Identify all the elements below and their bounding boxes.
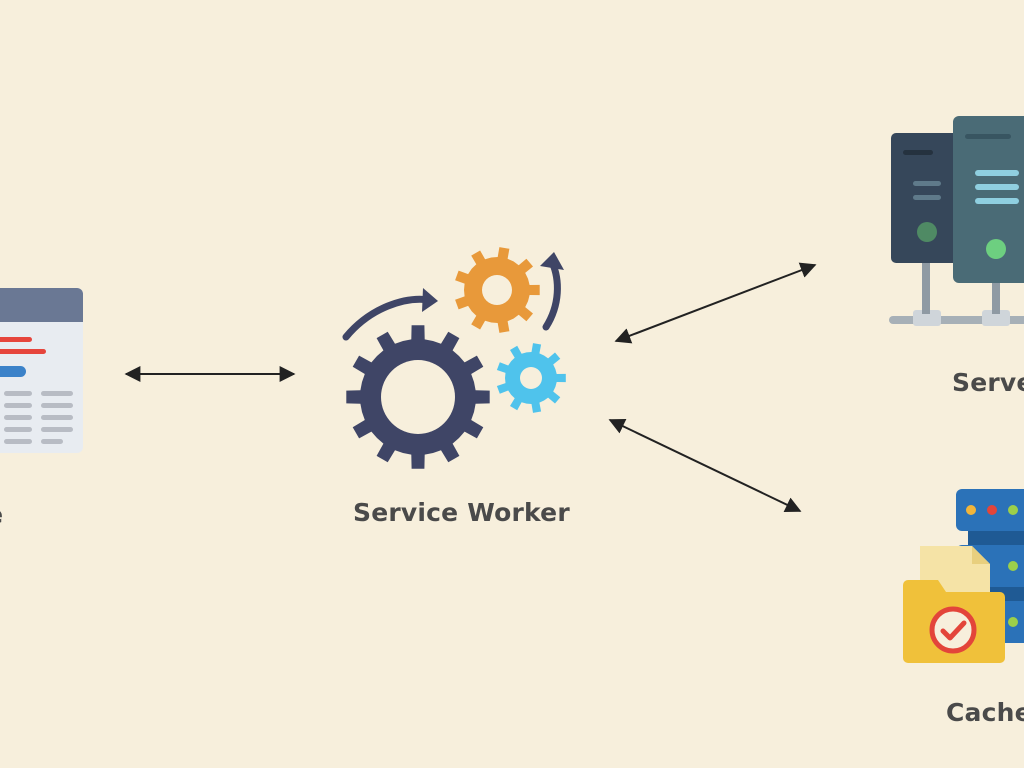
gear-large-icon bbox=[346, 325, 490, 469]
server-rack-icon bbox=[889, 116, 1024, 326]
browser-window-icon bbox=[0, 288, 83, 453]
gear-orange-hole bbox=[482, 275, 512, 305]
arrow-worker-cache bbox=[608, 419, 802, 512]
gear-large-hole bbox=[381, 360, 455, 434]
label-cache: Cache bbox=[946, 698, 1024, 727]
gear-orange-icon bbox=[455, 247, 540, 333]
gear-blue-icon bbox=[496, 343, 566, 413]
label-server: Serve bbox=[952, 368, 1024, 397]
label-web-page: ge bbox=[0, 500, 3, 529]
cache-folder-icon bbox=[903, 489, 1024, 663]
arrow-worker-server bbox=[614, 262, 817, 344]
gear-blue-hole bbox=[520, 367, 542, 389]
gears-icon bbox=[342, 247, 566, 469]
label-service-worker: Service Worker bbox=[353, 498, 570, 527]
